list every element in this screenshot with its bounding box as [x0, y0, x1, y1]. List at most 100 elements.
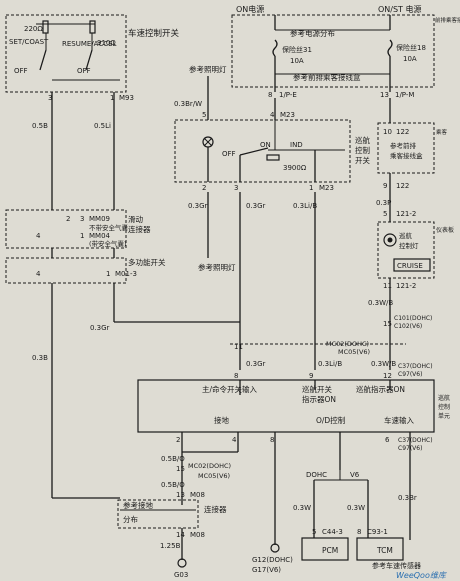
passenger-label: 乘客	[436, 128, 448, 136]
pin-121-2b: 121-2	[396, 282, 416, 290]
ecu-ind-on-2: 指示器ON	[302, 394, 336, 404]
pin-9b: 9	[309, 372, 313, 380]
c37b: C37(DOHC)	[398, 437, 433, 444]
pin-3: 3	[48, 94, 52, 102]
main-switch-blade	[239, 147, 269, 156]
w-03p: 0.3P	[376, 199, 391, 207]
ground-dist-box	[117, 499, 199, 529]
w-125b: 1.25B	[160, 542, 181, 550]
pin-3c: 3	[80, 215, 84, 223]
fuse-box	[231, 14, 435, 88]
set-coast-label: SET/COAST	[9, 38, 49, 46]
pin-14: 14	[176, 531, 185, 539]
off-label-2: OFF	[77, 67, 91, 75]
pin-121-2: 121-2	[396, 210, 416, 218]
pin-13: 13	[380, 91, 389, 99]
ref-ground-1: 参考接地	[123, 500, 153, 510]
speed-switch-title: 车速控制开关	[128, 28, 180, 39]
c102: C102(V6)	[394, 323, 422, 330]
main-switch-box	[174, 119, 351, 183]
m23b: M23	[319, 184, 334, 192]
pcm: PCM	[322, 546, 338, 555]
pin-1b: 1	[309, 184, 313, 192]
w-03gr1: 0.3Gr	[188, 202, 208, 210]
ref-light: 参考照明灯	[189, 64, 227, 74]
pin-5b: 5	[383, 210, 387, 218]
connector-label: 连接器	[204, 504, 227, 514]
w-03w1: 0.3W	[293, 504, 311, 512]
mc05b: MC05(V6)	[198, 472, 230, 480]
g12: G12(DOHC)	[252, 556, 293, 564]
w-03brw: 0.3Br/W	[174, 100, 202, 108]
g03: G03	[174, 571, 188, 579]
fuse-box-label: 前排乘客接线盒	[435, 16, 460, 24]
mm04: MM04	[89, 232, 111, 240]
fuse18: 保险丝18	[396, 43, 426, 52]
ref-passenger-box: 参考前排乘客接线盒	[293, 72, 361, 82]
g12-ground-icon	[270, 543, 280, 553]
tcm-box	[356, 537, 404, 561]
cruise-indicator	[393, 258, 431, 272]
ecu-main-input: 主/命令开关输入	[202, 384, 258, 394]
fuse18-symbol	[387, 39, 393, 57]
ecu-label-2: 控制	[438, 403, 450, 411]
resistor-220	[42, 20, 49, 34]
pin-10: 10	[383, 128, 392, 136]
pin-8: 8	[268, 91, 272, 99]
mm09: MM09	[89, 215, 110, 223]
m01-3: M01-3	[115, 270, 137, 278]
ind-main: IND	[290, 141, 303, 149]
pin-9: 9	[383, 182, 387, 190]
cruise-lamp-2: 控制灯	[399, 241, 419, 250]
w-03br: 0.3Br	[398, 494, 417, 502]
watermark: WeeQoo维库	[396, 571, 448, 580]
fuse31-rating: 10A	[290, 57, 304, 65]
on-main: ON	[260, 141, 271, 149]
pin-8c: 8	[270, 436, 274, 444]
ecu-od: O/D控制	[316, 415, 345, 425]
pin-6: 6	[385, 436, 390, 444]
fuse31: 保险丝31	[282, 45, 312, 54]
pin-122b: 122	[396, 182, 409, 190]
m08: M08	[190, 491, 205, 499]
ecu-ind-on-1: 巡航开关	[302, 384, 332, 394]
ecu-ground: 接地	[214, 415, 229, 425]
ecu-speed-in: 车速输入	[384, 415, 414, 425]
ref-passenger-2b: 乘客接线盒	[390, 151, 423, 160]
cruise-text: CRUISE	[397, 262, 423, 270]
ecu-label-3: 单元	[438, 412, 450, 420]
multi-switch-label: 多功能开关	[128, 257, 166, 267]
cruise-lamp-1: 巡航	[399, 231, 413, 240]
g17: G17(V6)	[252, 566, 281, 574]
off-main: OFF	[222, 150, 236, 158]
on-power: ON电源	[236, 4, 264, 14]
w-03wb2: 0.3W/B	[371, 360, 396, 368]
ecu-label-1: 巡航	[438, 394, 450, 402]
pcm-box	[301, 537, 349, 561]
pin-12: 12	[383, 372, 392, 380]
w-03w2: 0.3W	[347, 504, 365, 512]
clock-spring-label-1: 滑动	[128, 214, 143, 224]
r220-label: 220Ω	[24, 25, 43, 33]
pin-2: 2	[202, 184, 206, 192]
cluster-label: 仪表板	[436, 226, 454, 234]
fuse18-rating: 10A	[403, 55, 417, 63]
pin-4: 4	[270, 111, 275, 119]
w-03lib: 0.3Li/B	[293, 202, 317, 210]
power-dist: 参考电源分布	[290, 28, 335, 38]
pin-15b: 15	[176, 465, 185, 473]
pin-1pe: 1/P-E	[279, 91, 297, 99]
w-05bo1: 0.5B/O	[161, 455, 185, 463]
m23: M23	[280, 111, 295, 119]
w-03wb: 0.3W/B	[368, 299, 393, 307]
w-03b: 0.3B	[32, 354, 48, 362]
clock-spring-label-2: 连接器	[128, 224, 151, 234]
pin-1: 1	[110, 94, 114, 102]
pin-8b: 8	[234, 372, 238, 380]
ref-ground-2: 分布	[123, 514, 138, 524]
r-3900: 3900Ω	[283, 164, 307, 172]
pin-13b: 13	[176, 491, 185, 499]
pin-1c: 1	[80, 232, 84, 240]
resume-accel-label: RESUME/ACCEL	[62, 40, 117, 48]
